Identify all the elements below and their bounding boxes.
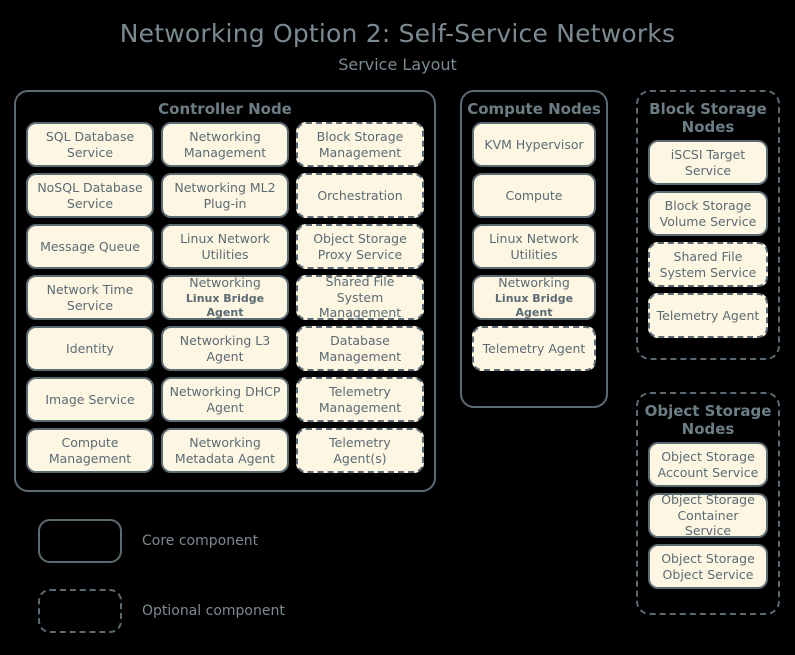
service-label: SQL Database Service — [45, 128, 135, 160]
group-block-storage-nodes: Block Storage Nodes iSCSI Target Service… — [636, 90, 780, 360]
group-title-object-storage-nodes: Object Storage Nodes — [644, 402, 772, 438]
service-label: Object Storage Container Service — [661, 492, 755, 539]
service-box[interactable]: Networking Management — [161, 122, 289, 167]
service-box[interactable]: Networking L3 Agent — [161, 326, 289, 371]
service-label: Object Storage Object Service — [661, 550, 755, 582]
service-label: Shared File System Service — [659, 248, 757, 280]
service-label: Networking ML2 Plug-in — [174, 179, 276, 211]
service-label: Linux Network Utilities — [489, 230, 579, 262]
legend-swatch-optional — [38, 589, 122, 633]
service-label: Object Storage Proxy Service — [313, 230, 407, 262]
service-label: Linux Network Utilities — [180, 230, 270, 262]
group-object-storage-nodes: Object Storage Nodes Object Storage Acco… — [636, 392, 780, 615]
service-box[interactable]: Compute Management — [26, 428, 154, 473]
service-label: Image Service — [45, 391, 135, 407]
service-box[interactable]: Object Storage Container Service — [648, 492, 768, 539]
service-box[interactable]: Identity — [26, 326, 154, 371]
service-box[interactable]: Shared File System Management — [296, 274, 424, 321]
service-box[interactable]: Block Storage Volume Service — [648, 191, 768, 236]
service-label: Networking Metadata Agent — [174, 434, 276, 466]
service-label: Networking Management — [183, 128, 267, 160]
service-label: Telemetry Agent — [482, 340, 586, 356]
service-label: Telemetry Agent — [656, 307, 760, 323]
service-box[interactable]: Linux Network Utilities — [472, 224, 596, 269]
legend-label: Optional component — [142, 603, 285, 619]
legend-row: Optional component — [38, 585, 368, 637]
service-box[interactable]: Telemetry Agent — [472, 326, 596, 371]
service-box[interactable]: Object Storage Account Service — [648, 442, 768, 487]
group-title-compute-nodes: Compute Nodes — [467, 100, 601, 118]
service-box[interactable]: Object Storage Object Service — [648, 544, 768, 589]
service-box[interactable]: iSCSI Target Service — [648, 140, 768, 185]
service-label: Telemetry Agent(s) — [329, 434, 391, 466]
service-label: Object Storage Account Service — [657, 448, 759, 480]
service-box[interactable]: Object Storage Proxy Service — [296, 224, 424, 269]
service-label: Networking DHCP Agent — [169, 383, 281, 415]
service-box[interactable]: KVM Hypervisor — [472, 122, 596, 167]
service-box[interactable]: Block Storage Management — [296, 122, 424, 167]
service-box[interactable]: Networking Metadata Agent — [161, 428, 289, 473]
legend-swatch-core — [38, 519, 122, 563]
service-label: Block Storage Management — [316, 128, 404, 160]
group-title-controller-node: Controller Node — [158, 100, 292, 118]
service-box[interactable]: Network Time Service — [26, 275, 154, 320]
service-label: Networking — [498, 275, 570, 291]
legend-row: Core component — [38, 515, 368, 567]
service-box[interactable]: Telemetry Agent(s) — [296, 428, 424, 473]
service-label: Telemetry Management — [318, 383, 402, 415]
page-title: Networking Option 2: Self-Service Networ… — [119, 19, 676, 48]
service-box[interactable]: Telemetry Agent — [648, 293, 768, 338]
service-label: iSCSI Target Service — [670, 146, 746, 178]
service-label: Compute Management — [48, 434, 132, 466]
legend-label: Core component — [142, 533, 259, 549]
service-box[interactable]: Compute — [472, 173, 596, 218]
service-sublabel: Linux Bridge Agent — [494, 292, 574, 319]
service-label: Network Time Service — [46, 281, 134, 313]
service-label: Block Storage Volume Service — [659, 197, 757, 229]
service-label: Database Management — [318, 332, 402, 364]
page-subtitle: Service Layout — [338, 54, 457, 74]
diagram-title-block: Networking Option 2: Self-Service Networ… — [0, 19, 795, 74]
service-box[interactable]: Networking DHCP Agent — [161, 377, 289, 422]
service-label: Shared File System Management — [318, 274, 402, 321]
service-box[interactable]: Message Queue — [26, 224, 154, 269]
service-label: Compute — [505, 187, 563, 203]
service-label: Networking L3 Agent — [179, 332, 271, 364]
service-label: Message Queue — [40, 238, 140, 254]
service-label: KVM Hypervisor — [484, 136, 584, 152]
service-box[interactable]: Networking ML2 Plug-in — [161, 173, 289, 218]
group-title-block-storage-nodes: Block Storage Nodes — [649, 100, 767, 136]
service-label: Identity — [66, 340, 114, 356]
service-sublabel: Linux Bridge Agent — [185, 292, 265, 319]
service-box[interactable]: Linux Network Utilities — [161, 224, 289, 269]
controller-node-service-grid: SQL Database Service Networking Managemen… — [16, 122, 434, 483]
service-box[interactable]: Shared File System Service — [648, 242, 768, 287]
service-label: Networking — [189, 275, 261, 291]
service-box[interactable]: NoSQL Database Service — [26, 173, 154, 218]
service-box[interactable]: Orchestration — [296, 173, 424, 218]
service-label: Orchestration — [317, 187, 403, 203]
service-box[interactable]: SQL Database Service — [26, 122, 154, 167]
service-box[interactable]: Database Management — [296, 326, 424, 371]
service-label: NoSQL Database Service — [37, 179, 143, 211]
service-box[interactable]: Telemetry Management — [296, 377, 424, 422]
service-box[interactable]: Image Service — [26, 377, 154, 422]
